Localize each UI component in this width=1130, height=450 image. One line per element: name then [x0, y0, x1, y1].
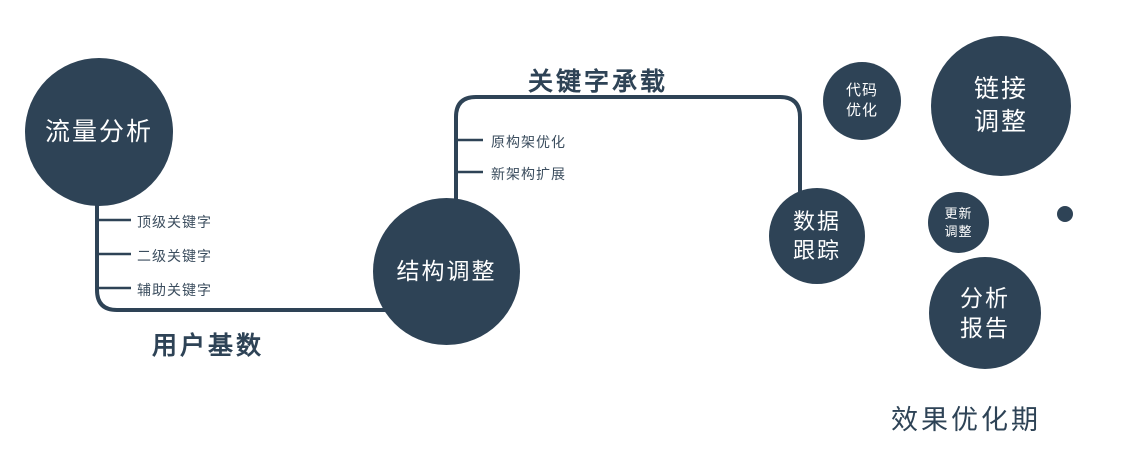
node-analysis-report-line1: 分析	[960, 284, 1010, 311]
node-analysis-report-line2: 报告	[960, 315, 1010, 341]
connector-structure-to-tracking	[454, 95, 802, 200]
node-data-tracking-line2: 跟踪	[792, 238, 841, 263]
node-code-optimization-line1: 代码	[845, 82, 878, 100]
edge-label-keyword-bearing: 关键字承载	[528, 68, 669, 96]
branch-label-secondary-keywords: 二级关键字	[137, 248, 212, 264]
node-code-optimization: 代码 优化	[823, 62, 901, 140]
node-code-optimization-line2: 优化	[845, 102, 878, 119]
node-update-adjustment-line2: 调整	[944, 223, 973, 239]
node-link-adjustment-line1: 链接	[973, 75, 1028, 103]
connector-traffic-to-structure	[95, 196, 392, 312]
branch-label-original-architecture: 原构架优化	[491, 134, 566, 150]
node-traffic-analysis: 流量分析	[25, 58, 173, 206]
node-update-adjustment: 更新 调整	[928, 192, 989, 253]
node-data-tracking-line1: 数据	[792, 208, 841, 234]
node-data-tracking: 数据 跟踪	[769, 188, 865, 284]
edge-label-user-base: 用户基数	[152, 332, 265, 360]
branch-label-auxiliary-keywords: 辅助关键字	[137, 282, 212, 298]
node-link-adjustment-line2: 调整	[973, 108, 1028, 136]
branch-label-new-architecture: 新架构扩展	[491, 166, 566, 182]
node-structure-adjustment: 结构调整	[373, 198, 520, 345]
bullet-dot	[1057, 206, 1073, 222]
node-update-adjustment-line1: 更新	[944, 206, 973, 222]
branch-label-top-keywords: 顶级关键字	[137, 214, 212, 230]
phase-caption: 效果优化期	[891, 405, 1041, 435]
node-traffic-analysis-label: 流量分析	[44, 117, 153, 146]
node-link-adjustment: 链接 调整	[931, 36, 1071, 176]
node-analysis-report: 分析 报告	[929, 257, 1041, 369]
node-structure-adjustment-label: 结构调整	[396, 258, 497, 285]
